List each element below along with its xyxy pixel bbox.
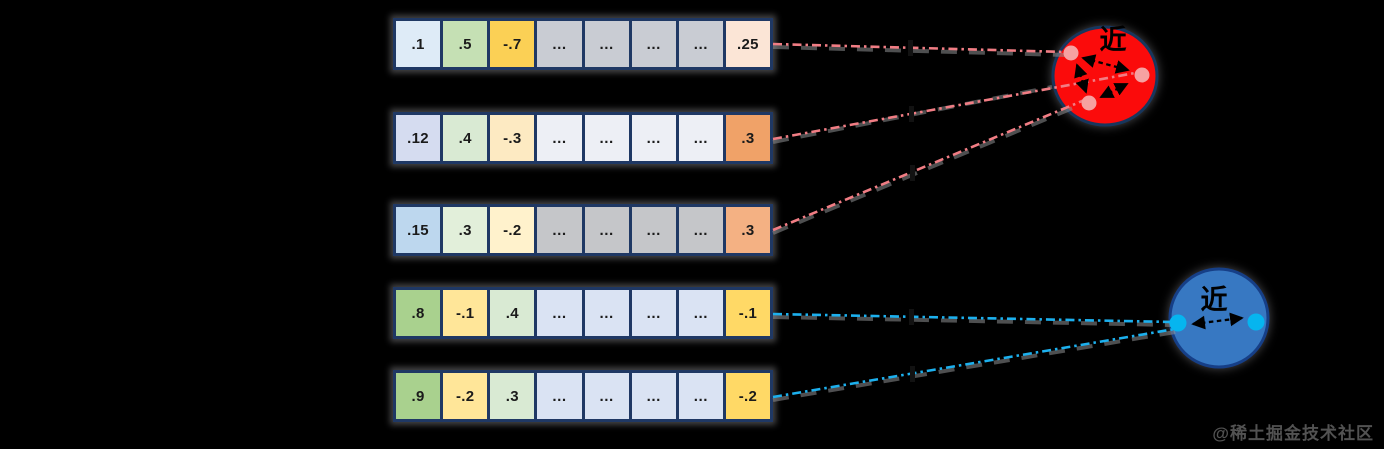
- red-cluster-near-label: 近: [1100, 25, 1127, 55]
- vector-cell: .3: [490, 373, 535, 419]
- connector-line: [772, 312, 1174, 324]
- vector-row: .15 .3 -.2 … … … … .3: [393, 204, 773, 256]
- cluster-point: [1247, 313, 1265, 331]
- vector-cell: …: [631, 373, 676, 419]
- vector-row: .9 -.2 .3 … … … … -.2: [393, 370, 773, 422]
- vector-cell: .8: [396, 290, 441, 336]
- vector-cell: …: [584, 373, 629, 419]
- vector-cell: …: [631, 115, 676, 161]
- vector-cell: …: [537, 21, 582, 67]
- vector-row: .1 .5 -.7 … … … … .25: [393, 18, 773, 70]
- vector-cell: …: [584, 21, 629, 67]
- vector-cell: …: [678, 115, 723, 161]
- vector-cell: -.7: [490, 21, 535, 67]
- vector-cell: -.1: [725, 290, 770, 336]
- vector-cell: .12: [396, 115, 441, 161]
- cluster-point: [1169, 314, 1187, 332]
- connector-midticks: [908, 40, 915, 382]
- vector-cell: …: [584, 290, 629, 336]
- vector-cell: -.3: [490, 115, 535, 161]
- vector-cell: .3: [443, 207, 488, 253]
- vector-cell: …: [537, 115, 582, 161]
- vector-cell: .9: [396, 373, 441, 419]
- vector-cell: …: [678, 207, 723, 253]
- vector-cell: .4: [443, 115, 488, 161]
- vector-cell: …: [678, 373, 723, 419]
- vector-cell: …: [537, 207, 582, 253]
- red-cluster-circle: [1051, 25, 1159, 127]
- vector-cell: …: [537, 290, 582, 336]
- vector-cell: .1: [396, 21, 441, 67]
- cluster-point: [1134, 67, 1150, 83]
- vector-cell: …: [631, 21, 676, 67]
- vector-cell: …: [584, 115, 629, 161]
- connector-line: [772, 326, 1182, 399]
- vector-cell: .25: [725, 21, 770, 67]
- vector-row: .8 -.1 .4 … … … … -.1: [393, 287, 773, 339]
- vector-cell: …: [631, 207, 676, 253]
- cluster-point: [1063, 45, 1079, 61]
- distance-arrow: [1099, 82, 1129, 99]
- vector-cell: .4: [490, 290, 535, 336]
- vector-cell: .3: [725, 115, 770, 161]
- cluster-point: [1081, 95, 1097, 111]
- watermark: @稀土掘金技术社区: [1212, 424, 1374, 443]
- vector-cell: …: [678, 290, 723, 336]
- connector-line: [772, 97, 1088, 232]
- vector-row: .12 .4 -.3 … … … … .3: [393, 112, 773, 164]
- vector-cell: .5: [443, 21, 488, 67]
- vector-cell: .15: [396, 207, 441, 253]
- blue-cluster-near-label: 近: [1201, 285, 1228, 315]
- vector-cell: -.2: [443, 373, 488, 419]
- vector-cell: …: [584, 207, 629, 253]
- vector-cell: …: [678, 21, 723, 67]
- vector-cell: -.1: [443, 290, 488, 336]
- vector-cell: …: [631, 290, 676, 336]
- vector-cell: -.2: [490, 207, 535, 253]
- vector-cell: …: [537, 373, 582, 419]
- distance-arrow: [1191, 312, 1244, 330]
- vector-cell: -.2: [725, 373, 770, 419]
- vector-cell: .3: [725, 207, 770, 253]
